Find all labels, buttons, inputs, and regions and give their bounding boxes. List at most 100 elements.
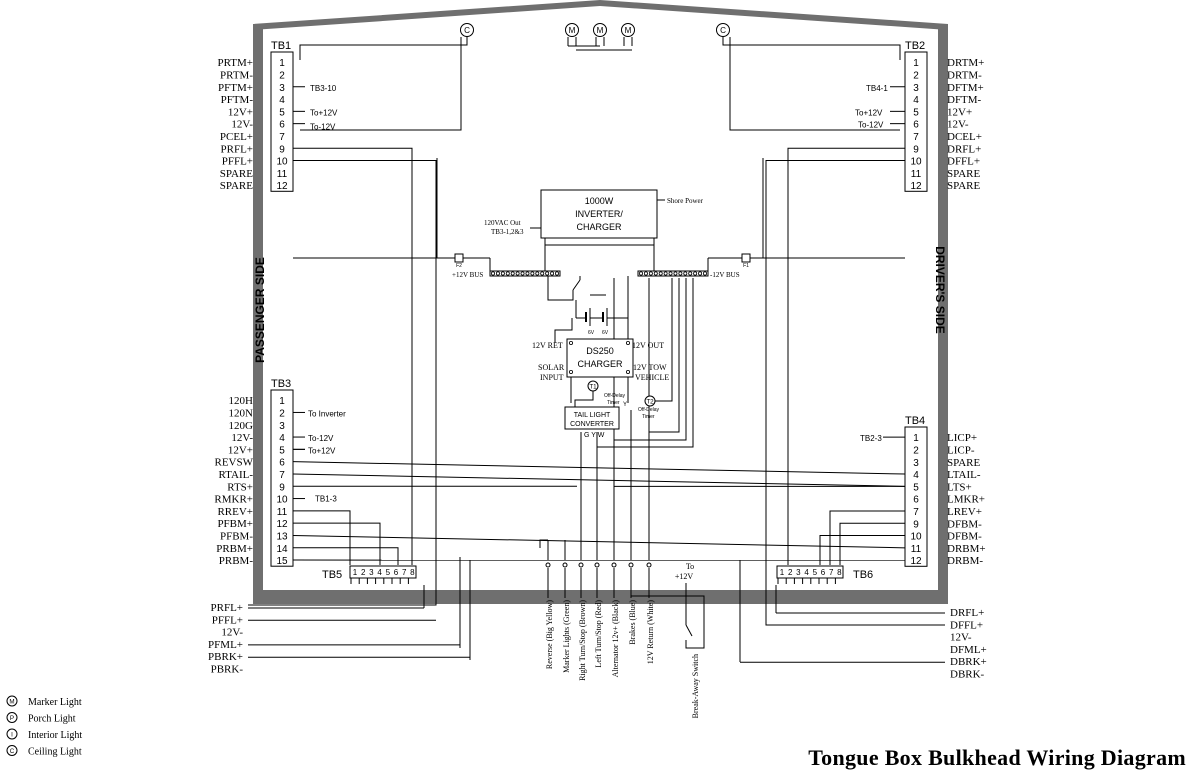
wire (649, 278, 680, 433)
wire-rrev (293, 510, 351, 565)
neg-bus-bar-stud (663, 271, 668, 276)
converter-label: CONVERTER (570, 421, 614, 428)
tb2-block-pin-label: SPARE (947, 168, 981, 180)
harness-terminal (646, 562, 652, 568)
harness-wire-label: Brakes (Blue) (628, 600, 637, 645)
tb3-block-pin-label: 120G (229, 420, 254, 432)
wire-tb1-1 (299, 37, 468, 60)
bottom-left-label: PBRK- (211, 664, 244, 676)
tb2-block-pin-number: 2 (913, 70, 919, 81)
tb1-block-pin-label: PFFL+ (222, 156, 253, 168)
wire-tb2-1 (722, 37, 901, 60)
tb3-block-pin-number: 10 (276, 495, 288, 506)
tb4-block-pin-number: 4 (913, 470, 919, 481)
timer-t2-icon-letter: T2 (646, 398, 654, 405)
wire (539, 539, 548, 548)
tb1-block-pin-label: SPARE (220, 180, 254, 192)
tb1-block-pin-number: 6 (279, 120, 285, 131)
tb1-block-pin-label: 12V- (231, 119, 253, 131)
harness-terminal (545, 562, 551, 568)
timer-t1-icon (587, 380, 599, 392)
tb3-block-pin-label: RREV+ (217, 506, 253, 518)
tb4-block-pin-number: 9 (913, 519, 919, 530)
wire-dfbm (839, 522, 905, 565)
wire-tb1-7 (300, 37, 462, 131)
tb2-block-title: TB2 (905, 40, 925, 52)
legend-text: Ceiling Light (28, 747, 82, 758)
wire (554, 318, 573, 343)
tb3-block-pin-number: 7 (279, 470, 285, 481)
neg-bus-bar-stud (639, 271, 644, 276)
wire-dfbm2 (819, 535, 905, 565)
bulkhead-frame (253, 0, 948, 604)
breakaway-to: +12V (675, 572, 694, 581)
harness-wire-label: Reverse (Big Yellow) (545, 600, 554, 669)
charger-terminal (569, 369, 574, 374)
tb2-block-pin-number: 10 (910, 157, 922, 168)
bottom-right-label: DFFL+ (950, 619, 983, 631)
tb6-block-pin: 7 (829, 568, 834, 577)
tb5-block (349, 565, 417, 579)
tb2-block-pin-number: 6 (913, 120, 919, 131)
tb3-block-pin-label: 12V+ (228, 444, 253, 456)
pos-bus-bar (489, 270, 561, 277)
pos-bus-bar-stud (500, 271, 505, 276)
tb6-block-pin: 6 (821, 568, 826, 577)
bottom-right-label: DFML+ (950, 644, 987, 656)
tb4-block-pin-label: LMKR+ (947, 494, 985, 506)
neg-bus-label: -12V BUS (710, 271, 740, 279)
harness-wire-label: Left Turn/Stop (Red) (594, 600, 603, 668)
inverter-label: CHARGER (576, 222, 622, 232)
tb1-note: TB3-10 (310, 84, 337, 93)
neg-bus-bar-stud (648, 271, 653, 276)
inverter-label: 1000W (585, 196, 614, 206)
tb1-block-pin-label: PFTM+ (218, 82, 253, 94)
pos-bus-bar-stud (505, 271, 510, 276)
neg-bus-bar-stud (653, 271, 658, 276)
tb2-block-pin-number: 9 (913, 144, 919, 155)
tb3-block-pin-label: PRBM- (219, 555, 254, 567)
tb3-block-pin-label: 120N (229, 407, 254, 419)
tb1-block-pin-number: 10 (276, 157, 288, 168)
pos-bus-bar-stud (530, 271, 535, 276)
charger-pin-label: INPUT (540, 373, 564, 382)
pos-bus-bar-stud (525, 271, 530, 276)
tb5-block-pin: 4 (377, 568, 382, 577)
shore-power-label: Shore Power (667, 197, 704, 205)
tb3-note: To-12V (308, 434, 334, 443)
pos-bus-bar-stud (520, 271, 525, 276)
pos-bus-bar-stud (510, 271, 515, 276)
tb1-block-pin-number: 4 (279, 95, 285, 106)
tb1-block-pin-number: 9 (279, 144, 285, 155)
pos-bus-bar-stud (555, 271, 560, 276)
diagram-title: Tongue Box Bulkhead Wiring Diagram (808, 745, 1186, 770)
inverter-out-label: 120VAC Out (484, 219, 521, 227)
tb4-block-pin-label: DFBM- (947, 531, 982, 543)
tb3-block-pin-number: 12 (276, 519, 288, 530)
converter-label: TAIL LIGHT (574, 412, 611, 419)
pos-bus-bar-stud (545, 271, 550, 276)
tb2-block-pin-label: DFTM- (947, 94, 982, 106)
wire (607, 276, 629, 319)
legend-symbol-icon (6, 745, 18, 756)
neg-bus-bar-stud (658, 271, 663, 276)
neg-bus-bar-stud (703, 271, 708, 276)
tb3-block-pin-label: PFBM+ (217, 518, 253, 530)
marker-light-icon-letter: M (597, 26, 604, 35)
tb1-block-pin-number: 2 (279, 70, 285, 81)
tb4-block-pin-label: LREV+ (947, 506, 982, 518)
tb4-block-pin-number: 2 (913, 445, 919, 456)
pos-bus-bar-stud (495, 271, 500, 276)
wire (574, 391, 594, 407)
tb4-block-pin-number: 12 (910, 556, 922, 567)
tb4-block-pin-label: LTS+ (947, 481, 972, 493)
tb2-note: TB4-1 (866, 84, 888, 93)
tb5-block-pin: 8 (410, 568, 415, 577)
charger-pin-label: SOLAR (538, 363, 565, 372)
neg-bus-bar-stud (668, 271, 673, 276)
tb3-block-pin-number: 6 (279, 458, 285, 469)
tb6-block-pin: 5 (813, 568, 818, 577)
ceiling-light-icon-letter: C (464, 26, 470, 35)
legend-symbol-icon-letter: C (10, 748, 15, 755)
